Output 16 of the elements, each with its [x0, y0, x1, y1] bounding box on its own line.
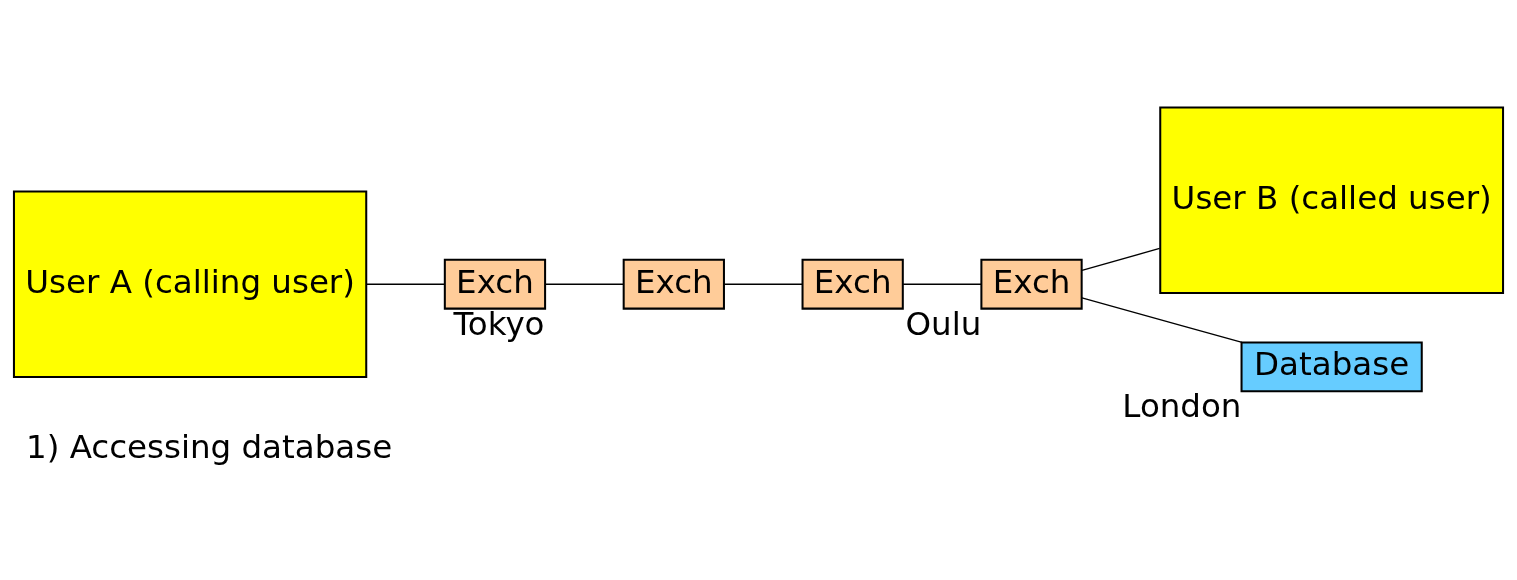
connector: [723, 283, 804, 285]
connector: [544, 283, 625, 285]
node-label: Oulu: [905, 304, 982, 343]
connector: [1081, 297, 1243, 344]
connector: [365, 283, 446, 285]
connector: [1081, 247, 1161, 272]
node-box: Exch: [980, 258, 1083, 310]
node-label: London: [1122, 387, 1242, 426]
connector: [902, 283, 983, 285]
node-box: Exch: [443, 258, 547, 310]
node-box: Database: [1240, 341, 1423, 393]
node-box: Exch: [622, 258, 725, 310]
caption: 1) Accessing database: [25, 427, 393, 466]
node-box: User A (calling user): [12, 190, 368, 379]
node-box: User B (called user): [1159, 106, 1505, 295]
node-box: Exch: [801, 258, 904, 310]
